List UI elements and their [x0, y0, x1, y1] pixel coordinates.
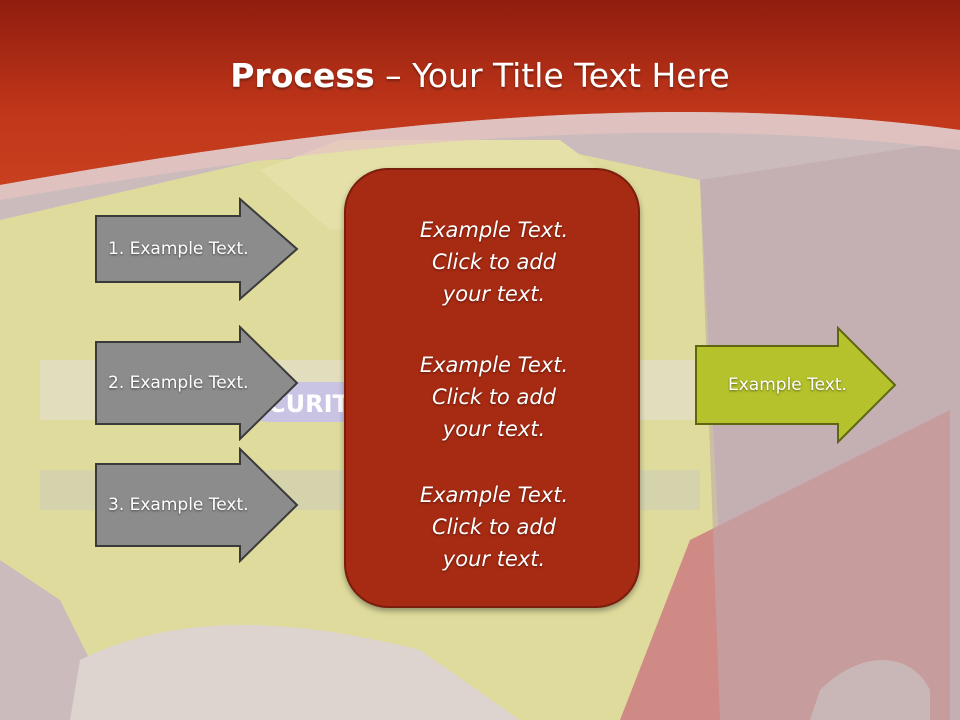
- process-step-arrow-3[interactable]: 3. Example Text.: [94, 447, 300, 563]
- process-step-label: 1. Example Text.: [108, 239, 249, 259]
- title-bold: Process: [230, 56, 375, 95]
- process-step-label: 2. Example Text.: [108, 373, 249, 393]
- center-text-line: your text.: [442, 547, 546, 571]
- process-step-arrow-1[interactable]: 1. Example Text.: [94, 197, 300, 301]
- center-text-line: your text.: [442, 282, 546, 306]
- center-text-block-2[interactable]: Example Text. Click to add your text.: [346, 349, 642, 445]
- process-step-label: 3. Example Text.: [108, 495, 249, 515]
- center-text-block-1[interactable]: Example Text. Click to add your text.: [346, 214, 642, 310]
- process-step-arrow-2[interactable]: 2. Example Text.: [94, 325, 300, 441]
- center-text-line: Example Text.: [419, 483, 569, 507]
- result-arrow-label: Example Text.: [728, 375, 847, 395]
- arrow-shape: [95, 447, 299, 563]
- center-text-line: Click to add: [431, 515, 556, 539]
- center-text-line: Click to add: [431, 250, 556, 274]
- center-text-line: Click to add: [431, 385, 556, 409]
- center-text-line: Example Text.: [419, 353, 569, 377]
- arrow-shape: [95, 197, 299, 301]
- arrow-shape: [95, 325, 299, 441]
- center-text-line: your text.: [442, 417, 546, 441]
- header-band: [0, 0, 960, 200]
- center-text-line: Example Text.: [419, 218, 569, 242]
- result-arrow[interactable]: Example Text.: [694, 326, 898, 444]
- slide-title: Process – Your Title Text Here: [0, 54, 960, 98]
- center-process-box[interactable]: Example Text. Click to add your text. Ex…: [344, 168, 640, 608]
- arrow-shape: [695, 326, 897, 444]
- title-rest: – Your Title Text Here: [374, 56, 730, 95]
- center-text-block-3[interactable]: Example Text. Click to add your text.: [346, 479, 642, 575]
